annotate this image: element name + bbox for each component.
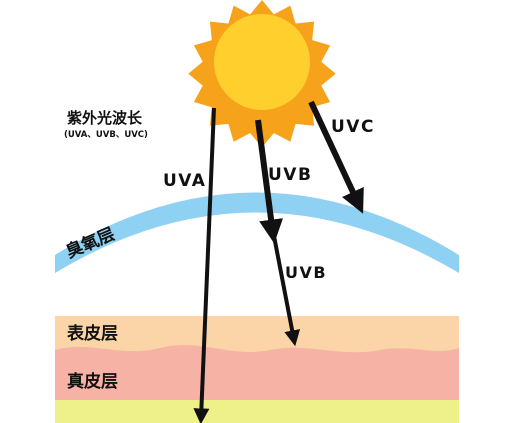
- ozone-layer: [55, 192, 459, 273]
- uvb-arrow-lower: [272, 235, 301, 347]
- uvb-label: UVB: [268, 165, 312, 185]
- uvc-arrow: [308, 100, 364, 214]
- diagram-title: 紫外光波长: [67, 109, 143, 127]
- uvb-deep-label: UVB: [285, 263, 327, 282]
- sun-icon: [188, 0, 336, 148]
- uva-label: UVA: [163, 171, 206, 191]
- epidermis-label: 表皮层: [67, 323, 118, 344]
- ozone-label: 臭氧层: [63, 223, 118, 262]
- subcutis-layer: [55, 400, 459, 423]
- diagram-subtitle: (UVA、UVB、UVC): [64, 130, 148, 140]
- uvc-label: UVC: [331, 117, 375, 137]
- uvb-arrow-upper: [255, 119, 284, 244]
- dermis-layer: [55, 345, 459, 402]
- dermis-label: 真皮层: [67, 371, 118, 392]
- uva-arrow: [193, 107, 216, 423]
